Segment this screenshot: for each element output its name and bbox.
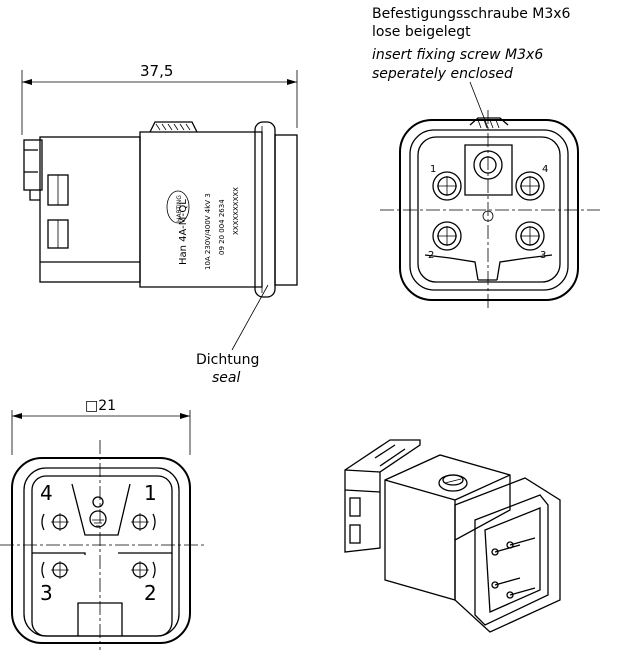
top-view: 1 4 2 3 bbox=[380, 110, 600, 310]
iso-front-body bbox=[454, 477, 561, 633]
iso-screw bbox=[438, 474, 468, 492]
seal-label-de: Dichtung bbox=[196, 352, 259, 368]
screw-note-line3: insert fixing screw M3x6 bbox=[372, 47, 543, 63]
side-front bbox=[274, 134, 298, 286]
iso-pins bbox=[491, 537, 536, 599]
side-view: 37,5 Han 4A-M-QL HARTING 10A 230V/400V 4… bbox=[21, 62, 298, 386]
front-num-3: 3 bbox=[40, 581, 53, 605]
label-serial: XXXXXXXXXX bbox=[232, 187, 240, 235]
front-num-4: 4 bbox=[40, 481, 53, 505]
top-num-3: 3 bbox=[540, 250, 546, 261]
harting-logo: HARTING bbox=[166, 190, 190, 224]
screw-note-line2: lose beigelegt bbox=[372, 24, 471, 40]
front-view: □21 4 1 3 2 bbox=[0, 398, 205, 650]
svg-text:HARTING: HARTING bbox=[176, 195, 183, 222]
screw-note-line1: Befestigungsschraube M3x6 bbox=[372, 6, 571, 22]
iso-rear-body bbox=[344, 439, 421, 553]
dimension-square-label: □21 bbox=[85, 398, 116, 414]
front-contacts bbox=[41, 513, 156, 579]
front-num-2: 2 bbox=[144, 581, 157, 605]
top-num-1: 1 bbox=[430, 164, 436, 175]
iso-main-body bbox=[384, 454, 511, 601]
top-num-2: 2 bbox=[428, 250, 434, 261]
screw-note-leader bbox=[469, 81, 489, 129]
isometric-view bbox=[344, 439, 561, 633]
dimension-length-label: 37,5 bbox=[140, 62, 173, 80]
top-outer bbox=[399, 119, 579, 301]
label-partno: 09 20 004 2634 bbox=[218, 199, 226, 255]
side-latch bbox=[23, 139, 43, 191]
front-outer bbox=[11, 457, 191, 644]
side-seal bbox=[254, 121, 276, 298]
side-body-rear bbox=[39, 136, 141, 283]
label-rating: 10A 230V/400V 4kV 3 bbox=[204, 193, 212, 270]
seal-label-en: seal bbox=[212, 370, 240, 386]
seal-leader bbox=[231, 284, 269, 351]
side-label: Han 4A-M-QL HARTING 10A 230V/400V 4kV 3 … bbox=[166, 187, 240, 270]
screw-note-line4: seperately enclosed bbox=[372, 66, 513, 82]
side-screw bbox=[149, 121, 198, 133]
top-num-4: 4 bbox=[542, 164, 548, 175]
iso-face bbox=[474, 494, 549, 626]
front-ground bbox=[89, 510, 107, 528]
top-center-screw bbox=[473, 150, 503, 180]
side-body-main bbox=[139, 131, 263, 288]
label-type: Han 4A-M-QL bbox=[178, 199, 189, 265]
screw-note: Befestigungsschraube M3x6 lose beigelegt… bbox=[372, 6, 571, 129]
front-num-1: 1 bbox=[144, 481, 157, 505]
dimension-length: 37,5 bbox=[21, 62, 298, 135]
top-contacts bbox=[432, 171, 545, 251]
top-screw-head bbox=[469, 117, 509, 126]
